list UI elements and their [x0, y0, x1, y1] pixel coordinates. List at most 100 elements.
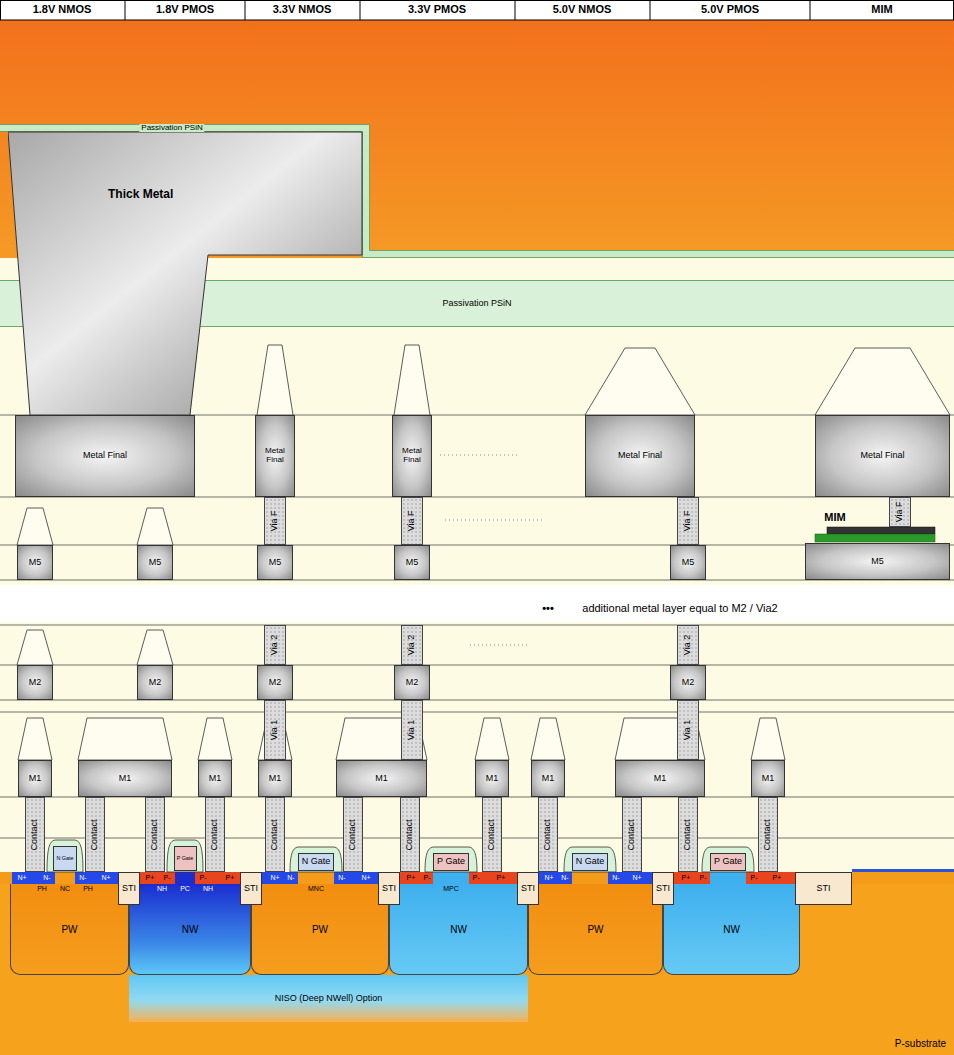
- layer-label: M1: [486, 774, 499, 784]
- contact-plug: Contact: [622, 797, 642, 872]
- dopant-label: N+: [361, 874, 370, 881]
- layer-label: STI: [816, 884, 830, 894]
- metal-final: Metal Final: [815, 415, 950, 497]
- layer-label: Contact: [543, 819, 553, 850]
- metal-1: M1: [751, 760, 785, 797]
- layer-label: M2: [406, 678, 419, 688]
- metal-2: M2: [137, 665, 173, 700]
- layer-label: Contact: [348, 819, 358, 850]
- dopant-label: MNC: [308, 885, 324, 892]
- deep-nwell: NISO (Deep NWell) Option: [129, 975, 528, 1022]
- contact-plug: Contact: [538, 797, 558, 872]
- n-well: NW: [129, 884, 251, 975]
- column-header: 3.3V PMOS: [408, 4, 466, 15]
- dopant-label: P+: [407, 874, 416, 881]
- layer-label: PW: [312, 924, 328, 935]
- dopant-label: N-: [561, 874, 568, 881]
- dopant-label: N+: [270, 874, 279, 881]
- dopant-label: N-: [43, 874, 50, 881]
- layer-label: Contact: [683, 819, 693, 850]
- layer-label: M2: [29, 678, 42, 688]
- layer-label: Metal Final: [256, 447, 294, 465]
- n-diffusion: [12, 872, 652, 884]
- gate: P Gate: [433, 853, 469, 871]
- continuation-dots: [440, 455, 545, 645]
- layer-label: NW: [723, 924, 740, 935]
- layer-label: P Gate: [714, 857, 742, 867]
- layer-label: Contact: [150, 819, 160, 850]
- layer-label: Thick Metal: [108, 188, 173, 201]
- layer-label: N Gate: [302, 857, 331, 867]
- via-1: Via 1: [677, 700, 699, 760]
- contact-plug: Contact: [25, 797, 45, 872]
- sti-isolation: STI: [118, 872, 140, 905]
- contact-plug: Contact: [678, 797, 698, 872]
- metal-2: M2: [670, 665, 706, 700]
- sti-isolation: STI: [240, 872, 262, 905]
- gate: N Gate: [53, 846, 77, 871]
- dopant-label: PH: [37, 885, 47, 892]
- metal-final: Metal Final: [585, 415, 695, 497]
- dopant-label: N-: [287, 874, 294, 881]
- layer-label: M1: [29, 774, 42, 784]
- nwell-surface: [389, 872, 528, 884]
- layer-label: Via 1: [683, 720, 693, 740]
- dopant-label: N+: [544, 874, 553, 881]
- via-f: Via F: [677, 497, 699, 545]
- gate: P Gate: [174, 846, 197, 871]
- layer-label: M5: [682, 558, 695, 568]
- n-well: NW: [389, 884, 528, 975]
- layer-label: STI: [656, 884, 670, 894]
- thick-metal-outline: [8, 130, 364, 416]
- layer-label: Metal Final: [393, 447, 431, 465]
- layer-label: NW: [182, 924, 199, 935]
- layer-label: M5: [149, 558, 162, 568]
- metal-5: M5: [137, 545, 173, 580]
- dopant-label: N-: [612, 874, 619, 881]
- layer-label: M1: [119, 774, 132, 784]
- layer-label: M2: [682, 678, 695, 688]
- layer-label: M1: [654, 774, 667, 784]
- layer-label: N Gate: [56, 856, 73, 862]
- layer-label: STI: [521, 884, 535, 894]
- layer-label: STI: [244, 884, 258, 894]
- dopant-label: P-: [700, 874, 707, 881]
- metal-1: M1: [336, 760, 427, 797]
- via-2: Via 2: [264, 625, 286, 665]
- metal-2: M2: [394, 665, 430, 700]
- dopant-label: P-: [424, 874, 431, 881]
- contact-plug: Contact: [343, 797, 363, 872]
- layer-label: PW: [587, 924, 603, 935]
- layer-label: Contact: [90, 819, 100, 850]
- device-label: MIM: [824, 512, 845, 523]
- layer-label: Metal Final: [83, 451, 127, 461]
- sti-isolation: STI: [378, 872, 400, 905]
- contact-plug: Contact: [205, 797, 225, 872]
- dopant-label: P-: [200, 874, 207, 881]
- dopant-label: MPC: [443, 885, 459, 892]
- sti-isolation: STI: [795, 872, 852, 905]
- dopant-label: PC: [180, 885, 190, 892]
- layer-note: additional metal layer equal to M2 / Via…: [582, 603, 777, 614]
- dopant-label: P+: [682, 874, 691, 881]
- layer-label: PW: [61, 924, 77, 935]
- layer-label: Contact: [763, 819, 773, 850]
- thick-metal: Thick Metal: [8, 130, 364, 416]
- layer-label: M5: [29, 558, 42, 568]
- layer-label: P Gate: [437, 857, 465, 867]
- metal-2: M2: [17, 665, 53, 700]
- mim-top-plate: [827, 527, 935, 534]
- layer-label: Via F: [407, 511, 417, 532]
- dopant-label: PH: [83, 885, 93, 892]
- layer-label: Via F: [683, 511, 693, 532]
- dopant-label: NH: [157, 885, 167, 892]
- p-diffusion: [140, 872, 795, 884]
- metal-final: Metal Final: [15, 415, 195, 497]
- layer-label: Contact: [487, 819, 497, 850]
- mim-dielectric: [815, 534, 935, 542]
- via-1: Via 1: [264, 700, 286, 760]
- dopant-label: N+: [101, 874, 110, 881]
- metal-1: M1: [18, 760, 52, 797]
- ellipsis-mark: •••: [542, 603, 554, 614]
